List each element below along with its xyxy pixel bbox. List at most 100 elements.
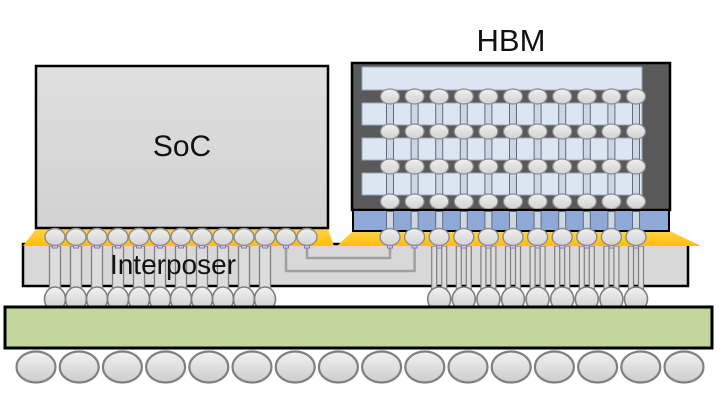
- base-die-tsv: [386, 211, 394, 230]
- microbump: [379, 227, 401, 247]
- hbm-bump: [453, 158, 474, 175]
- hbm-bump: [576, 123, 597, 140]
- microbump: [233, 227, 255, 247]
- interposer-via: [603, 245, 610, 294]
- hbm-bump: [552, 123, 573, 140]
- interposer-via: [504, 245, 512, 294]
- bga-ball: [663, 350, 705, 384]
- hbm-bump: [625, 193, 647, 210]
- base-die-tsv: [509, 211, 517, 230]
- hbm-stack: [350, 61, 672, 232]
- microbump: [170, 227, 192, 247]
- interposer-via: [431, 245, 438, 294]
- interposer-via: [514, 245, 522, 294]
- interposer: [21, 242, 690, 294]
- hbm-bump: [625, 123, 647, 140]
- microbump: [477, 227, 500, 247]
- hbm-bump: [404, 158, 425, 175]
- bga-ball: [447, 350, 489, 384]
- hbm-tsv: [484, 95, 493, 203]
- hbm-bump: [576, 88, 597, 105]
- interposer-via: [174, 245, 188, 294]
- bridge-trace-inner: [305, 242, 392, 260]
- microbumps: [44, 227, 647, 249]
- interposer-via: [554, 245, 561, 294]
- bga-ball: [404, 350, 446, 384]
- base-die-tsv: [558, 211, 567, 230]
- microbump: [86, 227, 108, 247]
- base-die-tsv: [533, 211, 542, 230]
- bga-ball: [533, 350, 576, 384]
- hbm-bump: [453, 193, 474, 210]
- bga-balls: [15, 350, 705, 384]
- hbm-bump: [502, 88, 524, 105]
- bga-ball: [317, 350, 359, 384]
- interposer-via: [480, 245, 487, 294]
- hbm-bump: [404, 123, 425, 140]
- interposer-via: [627, 245, 635, 294]
- interposer-via: [637, 245, 645, 294]
- hbm-bump: [478, 158, 499, 175]
- hbm-tsv: [533, 95, 542, 203]
- hbm-die: [361, 137, 643, 161]
- hbm-bump: [379, 193, 401, 210]
- hbm-bump: [429, 158, 450, 175]
- hbm-bump: [625, 88, 647, 105]
- interposer-via: [132, 245, 146, 294]
- microbump: [576, 227, 598, 247]
- hbm-bump: [576, 158, 597, 175]
- bga-ball: [188, 350, 230, 384]
- bga-ball: [145, 350, 187, 384]
- bridge-trace-outer: [284, 242, 416, 273]
- soc-body: [34, 64, 330, 230]
- bga-ball: [58, 350, 100, 384]
- hbm-tsv: [582, 95, 591, 203]
- hbm-bump: [601, 158, 622, 175]
- hbm-bump: [379, 158, 401, 175]
- bga-ball: [15, 350, 57, 384]
- bga-ball: [274, 350, 316, 384]
- interposer-via: [455, 245, 462, 294]
- bga-ball: [361, 350, 403, 384]
- hbm-bump: [625, 158, 647, 175]
- hbm-bump: [404, 193, 425, 210]
- interposer-via: [48, 245, 62, 294]
- hbm-bump: [429, 123, 450, 140]
- interposer-via: [153, 245, 167, 294]
- hbm-bump: [527, 123, 548, 140]
- microbump: [502, 227, 524, 247]
- bga-ball: [231, 350, 273, 384]
- microbump: [428, 227, 450, 247]
- hbm-die: [361, 102, 643, 126]
- interposer-via: [216, 245, 230, 294]
- microbump: [296, 227, 318, 247]
- hbm-die: [361, 172, 643, 196]
- interposer-via: [441, 245, 448, 294]
- microbump: [600, 227, 623, 247]
- hbm-tsv: [386, 95, 394, 203]
- hbm-bump: [502, 158, 524, 175]
- substrate-body: [3, 305, 714, 350]
- hbm-bump: [379, 88, 401, 105]
- hbm-bump: [478, 193, 499, 210]
- hbm-tsv: [435, 95, 444, 203]
- microbump: [107, 227, 129, 247]
- microbump: [212, 227, 234, 247]
- hbm-bump: [552, 158, 573, 175]
- interposer-via: [578, 245, 585, 294]
- interposer-via: [465, 245, 472, 294]
- hbm-bump: [379, 123, 401, 140]
- hbm-tsv: [459, 95, 468, 203]
- microbump: [275, 227, 297, 247]
- hbm-tsv: [632, 95, 640, 203]
- hbm-bump: [552, 88, 573, 105]
- base-die-tsv: [582, 211, 591, 230]
- microbump: [625, 227, 647, 247]
- microbump: [149, 227, 171, 247]
- base-die-tsv: [632, 211, 640, 230]
- bga-ball: [576, 350, 619, 384]
- interposer-via: [564, 245, 571, 294]
- microbump: [551, 227, 573, 247]
- bga-ball: [490, 350, 532, 384]
